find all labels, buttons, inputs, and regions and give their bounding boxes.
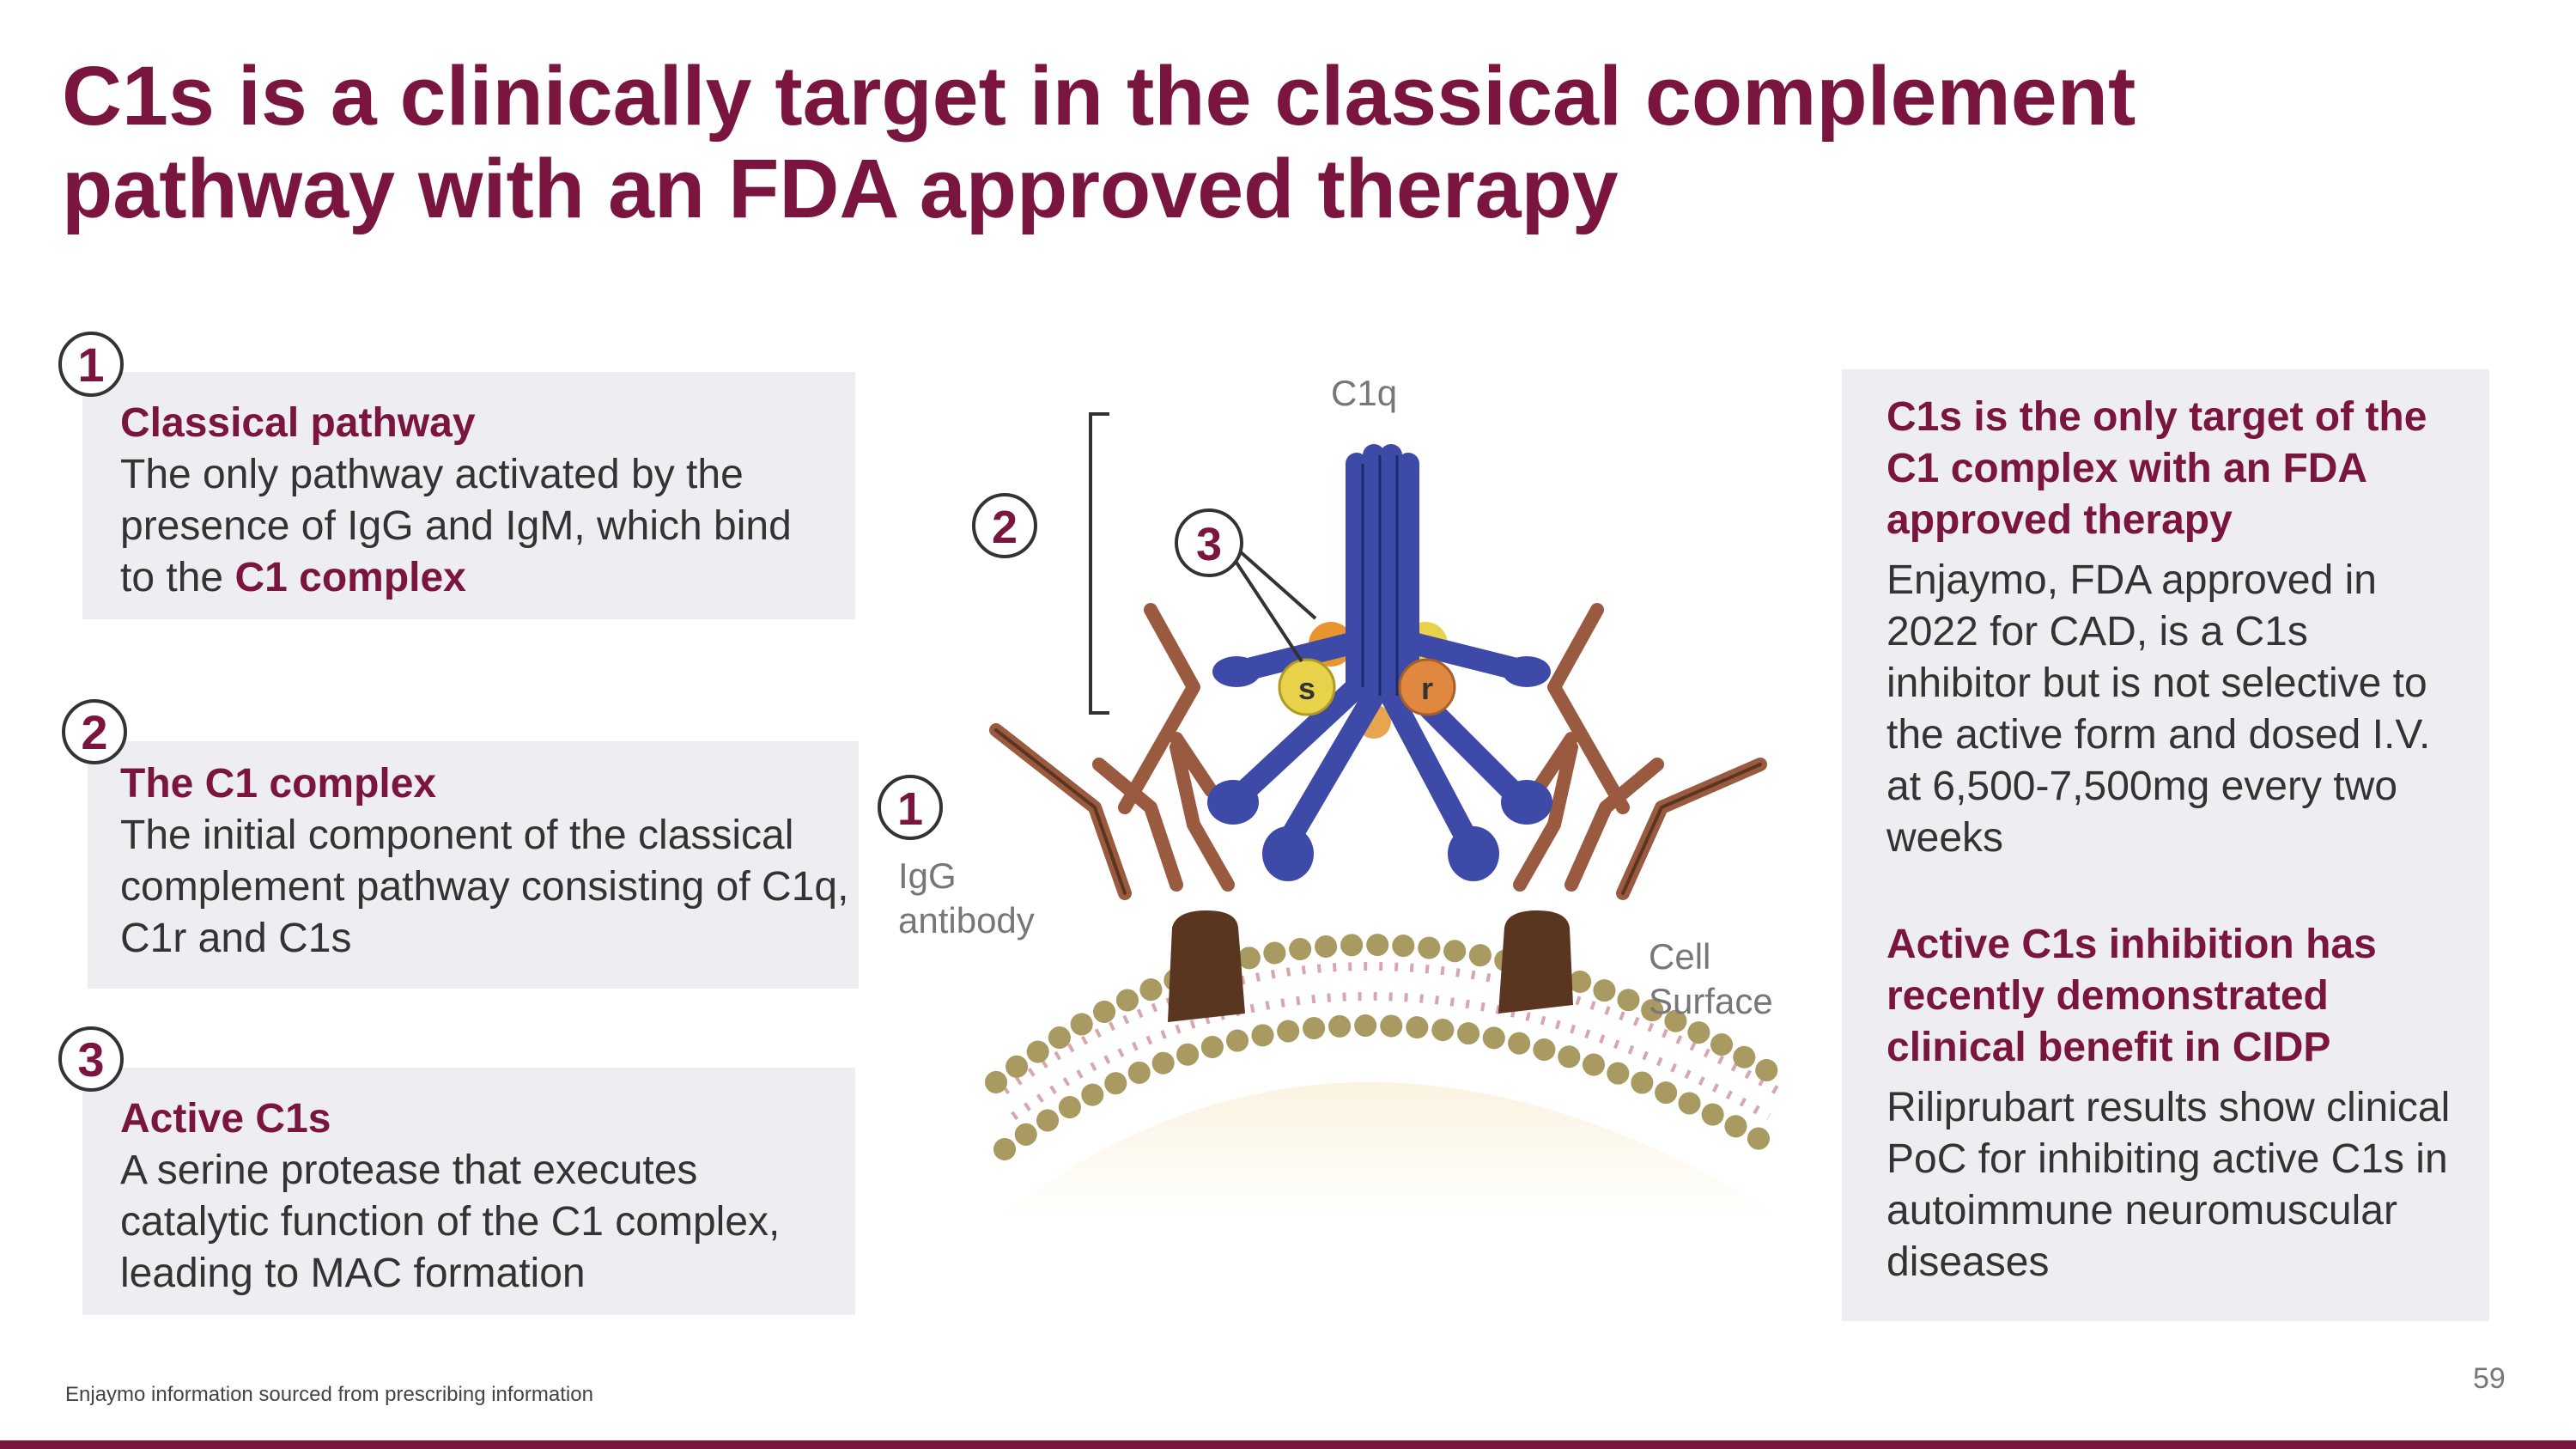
lipid-heads-inner [993, 1014, 1789, 1160]
number-badge-1: 1 [58, 332, 124, 397]
classical-pathway-text: The only pathway activated by the presen… [120, 452, 792, 600]
c1s-letter: s [1298, 671, 1315, 706]
c1-complex-highlight: C1 complex [234, 555, 466, 600]
c1q-label: C1q [1331, 373, 1398, 413]
surface-antigen-left-body [1168, 910, 1245, 1022]
fda-target-heading: C1s is the only target of the C1 complex… [1886, 394, 2427, 543]
number-badge-2: 2 [62, 699, 127, 764]
c1r-letter: r [1421, 671, 1433, 706]
diagram-badge-2: 2 [972, 493, 1037, 558]
svg-text:2: 2 [992, 502, 1018, 553]
diagram-badge-1: 1 [878, 775, 943, 840]
active-c1s-heading: Active C1s [120, 1096, 331, 1142]
title-line-2: pathway with an FDA approved therapy [62, 142, 1619, 235]
riliprubart-text: Riliprubart results show clinical PoC fo… [1886, 1085, 2451, 1285]
c1-complex-illustration: s r 2 3 1 [878, 412, 1797, 1220]
pointer-line-upper [1238, 550, 1317, 620]
cidp-heading: Active C1s inhibition has recently demon… [1886, 922, 2377, 1070]
classical-pathway-box: Classical pathway The only pathway activ… [82, 372, 855, 619]
surface-antigen-right [1498, 910, 1573, 1014]
c1-complex-text: The initial component of the classical c… [120, 813, 849, 961]
c1s-domain [1278, 658, 1336, 716]
enjaymo-text: Enjaymo, FDA approved in 2022 for CAD, i… [1886, 557, 2431, 861]
diagram-badge-3: 3 [1175, 508, 1243, 577]
svg-text:3: 3 [1196, 519, 1222, 570]
number-badge-3: 3 [58, 1026, 124, 1092]
active-c1s-text: A serine protease that executes catalyti… [120, 1148, 781, 1296]
footnote: Enjaymo information sourced from prescri… [65, 1383, 593, 1406]
page-number: 59 [2473, 1362, 2506, 1395]
title-line-1: C1s is a clinically target in the classi… [62, 49, 2136, 143]
c1-complex-heading: The C1 complex [120, 761, 437, 807]
c1-complex-diagram: s r 2 3 1 C1q IgG antibody Cell Surface [867, 361, 1812, 1241]
cell-surface-label: Cell Surface [1649, 936, 1773, 1021]
c1r-domain [1398, 658, 1456, 716]
c1q-head-3 [1448, 826, 1499, 881]
svg-text:1: 1 [897, 783, 923, 835]
page-title: C1s is a clinically target in the classi… [62, 50, 2380, 235]
c1q-stalks [1225, 444, 1531, 853]
cell-interior [996, 1082, 1786, 1220]
classical-pathway-heading: Classical pathway [120, 400, 476, 446]
c1q-head-1 [1207, 780, 1259, 825]
igg-antibody-label: IgG antibody [898, 855, 1035, 941]
c1-complex-box: The C1 complex The initial component of … [88, 741, 859, 989]
pointer-line-lower [1233, 558, 1303, 663]
lipid-heads-outer [985, 934, 1797, 1093]
bottom-accent-bar [0, 1440, 2576, 1449]
active-c1s-box: Active C1s A serine protease that execut… [82, 1068, 855, 1315]
c1q-bracket [1089, 412, 1109, 715]
c1q-head-4 [1501, 780, 1552, 825]
c1q-head-2 [1262, 826, 1314, 881]
right-info-panel: C1s is the only target of the C1 complex… [1842, 369, 2489, 1321]
